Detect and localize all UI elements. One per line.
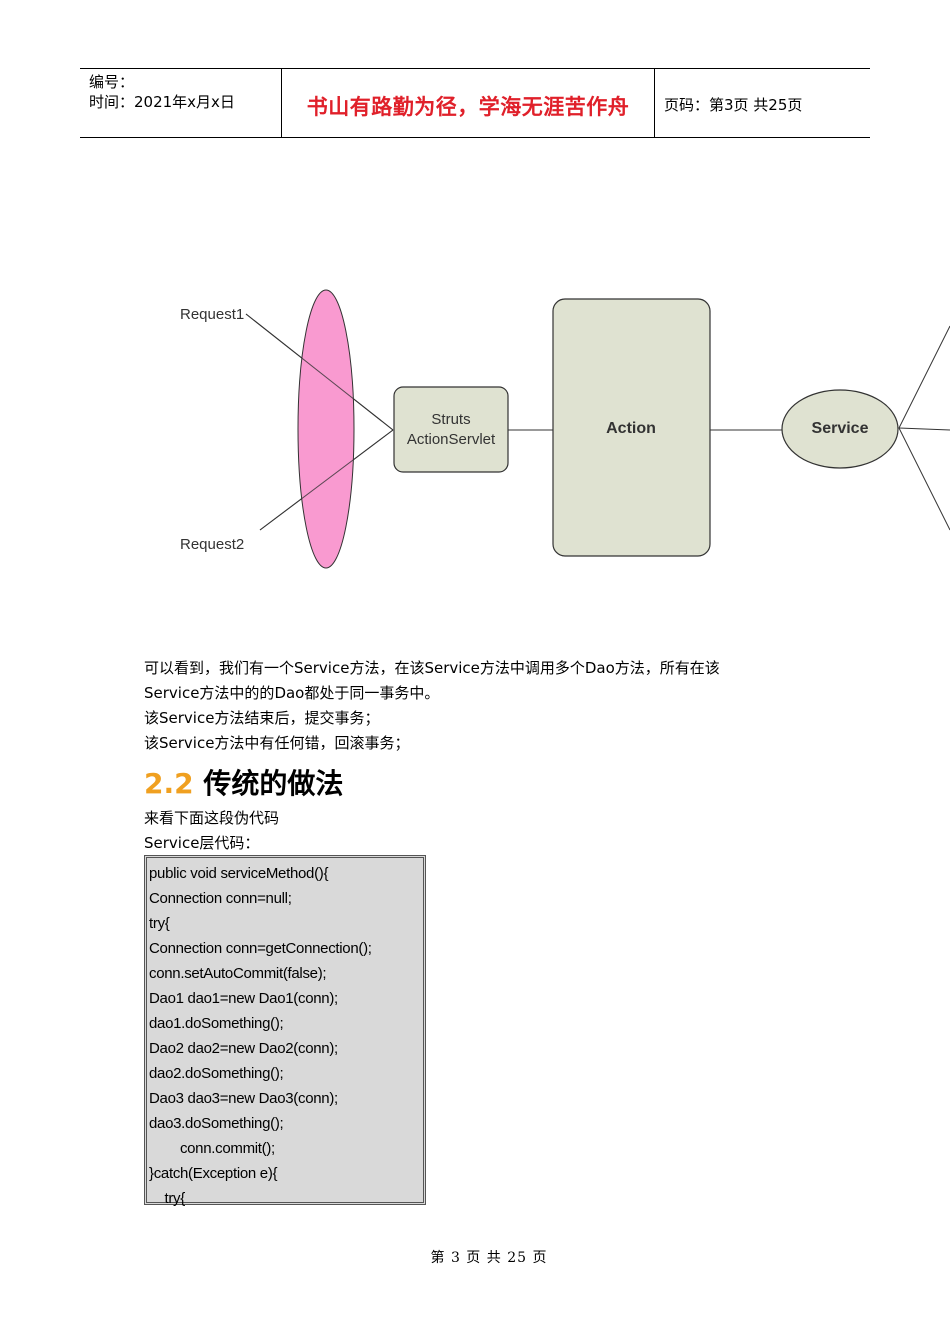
service-dao-line xyxy=(898,427,950,431)
code-line: Dao1 dao1=new Dao1(conn); xyxy=(149,990,338,1007)
header-page-info: 页码：第3页 共25页 xyxy=(664,96,803,114)
paragraph: 可以看到，我们有一个Service方法，在该Service方法中调用多个Dao方… xyxy=(144,659,720,677)
paragraph: 该Service方法结束后，提交事务； xyxy=(144,709,380,727)
header-divider xyxy=(281,69,282,137)
service-label: Service xyxy=(812,420,869,437)
header-meta: 编号： 时间：2021年x月x日 xyxy=(89,72,235,112)
code-line: Dao2 dao2=new Dao2(conn); xyxy=(149,1040,338,1057)
request2-label: Request2 xyxy=(180,536,244,553)
heading-text: 传统的做法 xyxy=(193,767,344,800)
code-line: Dao3 dao3=new Dao3(conn); xyxy=(149,1090,338,1107)
code-line: try{ xyxy=(149,1190,185,1207)
paragraph: 该Service方法中有任何错，回滚事务； xyxy=(144,734,410,752)
architecture-diagram: Request1 Request2 Struts ActionServlet A… xyxy=(180,289,950,569)
request1-label: Request1 xyxy=(180,306,244,323)
code-line: try{ xyxy=(149,915,170,932)
page-header: 编号： 时间：2021年x月x日 书山有路勤为径，学海无涯苦作舟 页码：第3页 … xyxy=(80,68,870,138)
heading-number: 2.2 xyxy=(144,767,194,800)
page-footer: 第 3 页 共 25 页 xyxy=(430,1250,548,1266)
code-line: }catch(Exception e){ xyxy=(149,1165,278,1182)
code-line: public void serviceMethod(){ xyxy=(149,865,329,882)
servlet-box xyxy=(393,386,509,473)
paragraph: Service方法中的的Dao都处于同一事务中。 xyxy=(144,684,440,702)
code-line: Connection conn=getConnection(); xyxy=(149,940,372,957)
code-line: dao3.doSomething(); xyxy=(149,1115,284,1132)
servlet-label-line2: ActionServlet xyxy=(407,431,496,448)
code-line: conn.commit(); xyxy=(149,1140,275,1157)
code-line: Connection conn=null; xyxy=(149,890,292,907)
action-label: Action xyxy=(606,420,656,437)
servlet-label-line1: Struts xyxy=(431,411,470,428)
section-heading: 2.2 传统的做法 xyxy=(144,762,343,802)
header-divider xyxy=(654,69,655,137)
serial-label: 编号： xyxy=(89,73,135,91)
service-dao-line xyxy=(898,427,950,531)
code-line: dao1.doSomething(); xyxy=(149,1015,284,1032)
time-label: 时间：2021年x月x日 xyxy=(89,93,235,111)
filter-ellipse xyxy=(297,289,355,569)
code-line: dao2.doSomething(); xyxy=(149,1065,284,1082)
paragraph: 来看下面这段伪代码 xyxy=(144,809,280,827)
service-node xyxy=(781,389,899,469)
service-dao-line xyxy=(898,325,950,429)
header-motto: 书山有路勤为径，学海无涯苦作舟 xyxy=(306,94,630,119)
code-label: Service层代码： xyxy=(144,834,260,852)
code-line: conn.setAutoCommit(false); xyxy=(149,965,327,982)
code-block: public void serviceMethod(){ Connection c… xyxy=(144,855,426,1207)
action-box xyxy=(552,298,711,557)
